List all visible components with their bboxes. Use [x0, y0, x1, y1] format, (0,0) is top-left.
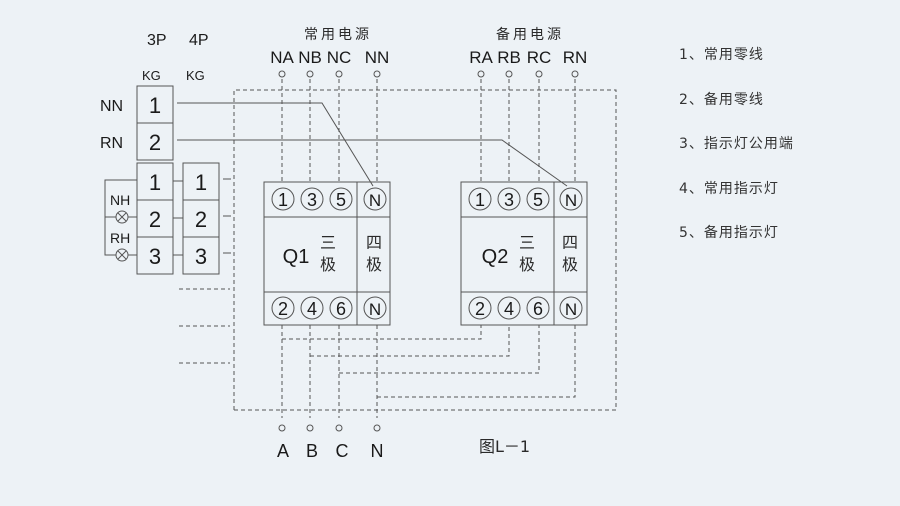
normal-source-title: 常用电源	[304, 27, 372, 43]
terminal-na: NA	[270, 48, 294, 67]
terminal-rc: RC	[527, 48, 552, 67]
legend-item: 1、常用零线	[679, 47, 764, 63]
dashed-frame	[233, 89, 617, 411]
kg-3p-label: KG	[142, 68, 161, 83]
figure-caption: 图L－1	[479, 437, 530, 456]
legend-item: 5、备用指示灯	[679, 225, 779, 241]
q2-poles3-b: 极	[519, 255, 535, 274]
q2-top-terminal-5: 5	[533, 190, 543, 210]
q2-bottom-terminal-4: 4	[504, 299, 514, 319]
legend-item: 2、备用零线	[679, 91, 764, 108]
lamp-icon-nh	[115, 210, 129, 224]
label-nh: NH	[110, 192, 130, 208]
kg-3p-upper-block	[136, 85, 174, 161]
terminal-rb: RB	[497, 48, 521, 67]
q2-poles4-b: 极	[562, 255, 578, 274]
breaker-q2	[460, 181, 588, 326]
left-dashed-stubs	[179, 288, 230, 364]
legend-item: 4、常用指示灯	[679, 180, 779, 197]
q2-top-terminal-n: N	[565, 191, 577, 210]
q2-bottom-terminal-2: 2	[475, 299, 485, 319]
label-nn: NN	[100, 98, 123, 115]
kg4-terminal-3: 3	[195, 244, 207, 269]
label-rh: RH	[110, 230, 130, 246]
q1-poles4-a: 四	[366, 233, 382, 252]
output-terminal-dots	[278, 424, 381, 432]
kg4-terminal-1: 1	[195, 170, 207, 195]
breaker-q1	[263, 181, 391, 326]
q2-bottom-terminal-n: N	[565, 300, 577, 319]
q1-poles4-b: 极	[366, 255, 382, 274]
kg3-terminal-1b: 1	[149, 170, 161, 195]
q1-bottom-terminal-n: N	[369, 300, 381, 319]
q1-top-terminal-5: 5	[336, 190, 346, 210]
label-rn: RN	[100, 135, 123, 152]
kg3-terminal-2: 2	[149, 130, 161, 155]
q2-top-terminal-1: 1	[475, 190, 485, 210]
kg3-terminal-1: 1	[149, 93, 161, 118]
source-feed-lines	[281, 79, 576, 182]
output-n: N	[371, 441, 384, 461]
q2-top-terminal-3: 3	[504, 190, 514, 210]
terminal-rn: RN	[563, 48, 588, 67]
output-wiring	[281, 325, 576, 418]
legend-item: 3、指示灯公用端	[679, 136, 794, 152]
q1-bottom-terminal-4: 4	[307, 299, 317, 319]
q2-poles4-a: 四	[562, 233, 578, 252]
kg3-terminal-2b: 2	[149, 207, 161, 232]
lamp-icon-rh	[115, 248, 129, 262]
backup-source-title: 备用电源	[496, 26, 564, 43]
terminal-ra: RA	[469, 48, 493, 67]
header-4p: 4P	[189, 32, 209, 49]
output-b: B	[306, 441, 318, 461]
q1-top-terminal-n: N	[369, 191, 381, 210]
q2-name: Q2	[482, 246, 509, 268]
legend: 1、常用零线 2、备用零线 3、指示灯公用端 4、常用指示灯 5、备用指示灯	[679, 44, 794, 267]
q1-bottom-terminal-2: 2	[278, 299, 288, 319]
source-terminal-dots	[278, 70, 579, 78]
indicator-wiring	[104, 179, 137, 256]
q1-poles3-a: 三	[320, 233, 336, 252]
q1-bottom-terminal-6: 6	[336, 299, 346, 319]
q1-name: Q1	[283, 246, 310, 268]
kg4-terminal-2: 2	[195, 207, 207, 232]
q1-top-terminal-3: 3	[307, 190, 317, 210]
q1-poles3-b: 极	[320, 255, 336, 274]
output-a: A	[277, 441, 289, 461]
terminal-nn: NN	[365, 48, 390, 67]
q1-top-terminal-1: 1	[278, 190, 288, 210]
terminal-nc: NC	[327, 48, 352, 67]
neutral-wires	[177, 102, 568, 187]
output-c: C	[336, 441, 349, 461]
terminal-nb: NB	[298, 48, 322, 67]
kg3-terminal-3b: 3	[149, 244, 161, 269]
header-3p: 3P	[147, 32, 167, 49]
q2-poles3-a: 三	[519, 233, 535, 252]
kg-4p-label: KG	[186, 68, 205, 83]
q2-bottom-terminal-6: 6	[533, 299, 543, 319]
kg-4p-block	[173, 162, 231, 275]
